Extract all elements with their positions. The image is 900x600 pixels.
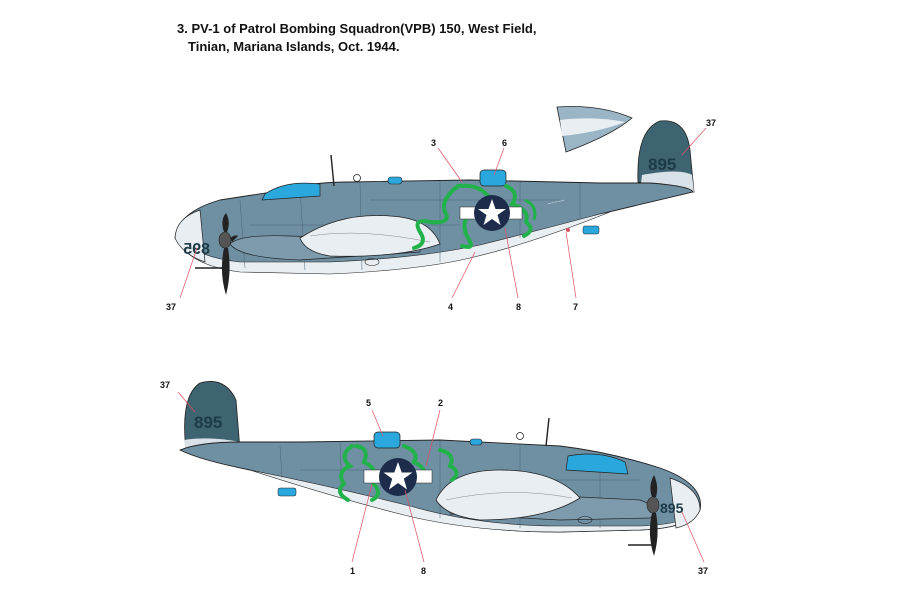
callouts-top: 3 6 37 37 4 8 7 xyxy=(166,118,716,312)
cockpit-canopy-right xyxy=(565,453,629,475)
astrodome-right xyxy=(469,438,483,446)
wing-left xyxy=(299,215,441,257)
callout-37-nose-b: 37 xyxy=(698,566,708,576)
rear-windows-left xyxy=(582,225,600,235)
propeller-right xyxy=(646,475,660,556)
caption-line-1: 3. PV-1 of Patrol Bombing Squadron(VPB) … xyxy=(177,21,537,36)
callout-5: 5 xyxy=(366,398,371,408)
profile-right-side: 895 895 xyxy=(178,381,701,556)
callout-8: 8 xyxy=(516,302,521,312)
callout-4: 4 xyxy=(448,302,453,312)
callout-37-tail: 37 xyxy=(706,118,716,128)
cockpit-canopy-left xyxy=(261,182,321,201)
figure-caption: 3. PV-1 of Patrol Bombing Squadron(VPB) … xyxy=(177,20,536,56)
tail-number-left: 895 xyxy=(648,155,676,174)
rear-windows-right xyxy=(277,487,297,497)
turret-left xyxy=(479,169,507,187)
turret-right xyxy=(373,431,401,449)
callout-37-tail-b: 37 xyxy=(160,380,170,390)
tail-number-right: 895 xyxy=(194,413,222,432)
callout-1: 1 xyxy=(350,566,355,576)
callout-8-b: 8 xyxy=(421,566,426,576)
callout-7: 7 xyxy=(573,302,578,312)
callout-6: 6 xyxy=(502,138,507,148)
tail-fin-right xyxy=(184,381,241,451)
callout-2: 2 xyxy=(438,398,443,408)
profile-left-side: ~~~~~ 895 895 xyxy=(174,106,695,295)
astrodome-left xyxy=(387,176,403,185)
svg-text:~~~~~: ~~~~~ xyxy=(547,198,566,208)
callout-3: 3 xyxy=(431,138,436,148)
callouts-bottom: 37 5 2 1 8 37 xyxy=(160,380,708,576)
propeller-left xyxy=(218,213,238,295)
callout-37-nose: 37 xyxy=(166,302,176,312)
caption-line-2: Tinian, Mariana Islands, Oct. 1944. xyxy=(188,39,400,54)
wing-right xyxy=(435,469,581,521)
nose-number-right: 895 xyxy=(660,500,684,516)
